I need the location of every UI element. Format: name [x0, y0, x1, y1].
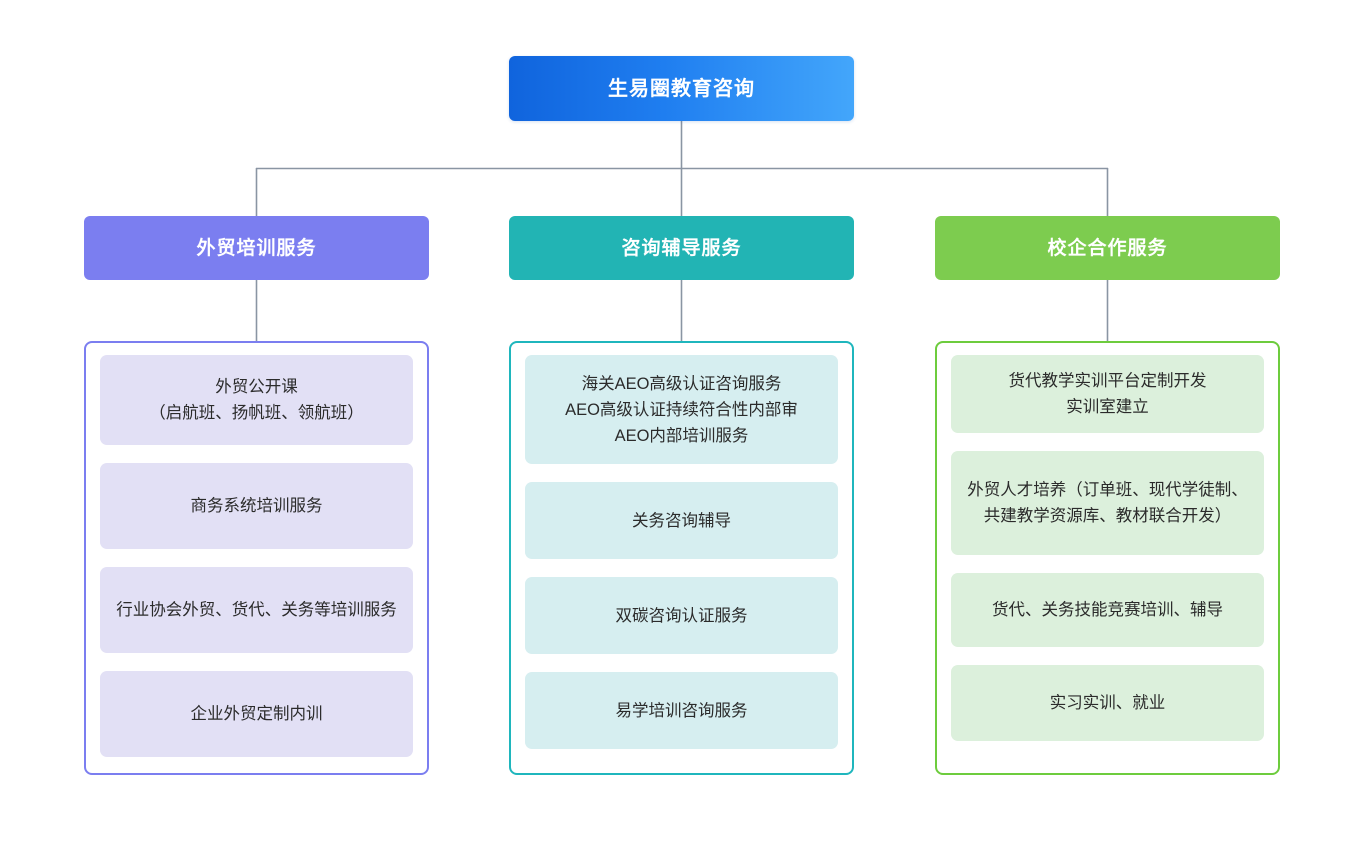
service-item-card[interactable]: 商务系统培训服务: [100, 463, 413, 549]
service-item-card[interactable]: 货代教学实训平台定制开发 实训室建立: [951, 355, 1264, 433]
branch-header-label: 咨询辅导服务: [621, 237, 742, 259]
service-item-card[interactable]: 外贸公开课 （启航班、扬帆班、领航班）: [100, 355, 413, 445]
branch-column-school-enterprise-cooperation: 校企合作服务 货代教学实训平台定制开发 实训室建立 外贸人才培养（订单班、现代学…: [935, 216, 1280, 775]
branch-header-label: 校企合作服务: [1047, 237, 1168, 259]
branch-items-container: 外贸公开课 （启航班、扬帆班、领航班） 商务系统培训服务 行业协会外贸、货代、关…: [84, 341, 429, 775]
service-item-card[interactable]: 双碳咨询认证服务: [525, 577, 838, 654]
service-item-card[interactable]: 海关AEO高级认证咨询服务 AEO高级认证持续符合性内部审 AEO内部培训服务: [525, 355, 838, 464]
service-item-card[interactable]: 实习实训、就业: [951, 665, 1264, 741]
service-item-card[interactable]: 企业外贸定制内训: [100, 671, 413, 757]
service-item-card[interactable]: 易学培训咨询服务: [525, 672, 838, 749]
service-item-card[interactable]: 行业协会外贸、货代、关务等培训服务: [100, 567, 413, 653]
branch-items-container: 海关AEO高级认证咨询服务 AEO高级认证持续符合性内部审 AEO内部培训服务 …: [509, 341, 854, 775]
branch-header-label: 外贸培训服务: [196, 237, 317, 259]
branch-column-consulting-tutoring: 咨询辅导服务 海关AEO高级认证咨询服务 AEO高级认证持续符合性内部审 AEO…: [509, 216, 854, 775]
branch-header-foreign-trade-training[interactable]: 外贸培训服务: [84, 216, 429, 280]
service-item-card[interactable]: 关务咨询辅导: [525, 482, 838, 559]
branch-column-foreign-trade-training: 外贸培训服务 外贸公开课 （启航班、扬帆班、领航班） 商务系统培训服务 行业协会…: [84, 216, 429, 775]
branch-header-school-enterprise-cooperation[interactable]: 校企合作服务: [935, 216, 1280, 280]
service-item-card[interactable]: 外贸人才培养（订单班、现代学徒制、共建教学资源库、教材联合开发）: [951, 451, 1264, 555]
branch-items-container: 货代教学实训平台定制开发 实训室建立 外贸人才培养（订单班、现代学徒制、共建教学…: [935, 341, 1280, 775]
service-item-card[interactable]: 货代、关务技能竞赛培训、辅导: [951, 573, 1264, 647]
branch-header-consulting-tutoring[interactable]: 咨询辅导服务: [509, 216, 854, 280]
root-node[interactable]: 生易圈教育咨询: [509, 56, 854, 121]
root-node-title: 生易圈教育咨询: [608, 77, 755, 100]
